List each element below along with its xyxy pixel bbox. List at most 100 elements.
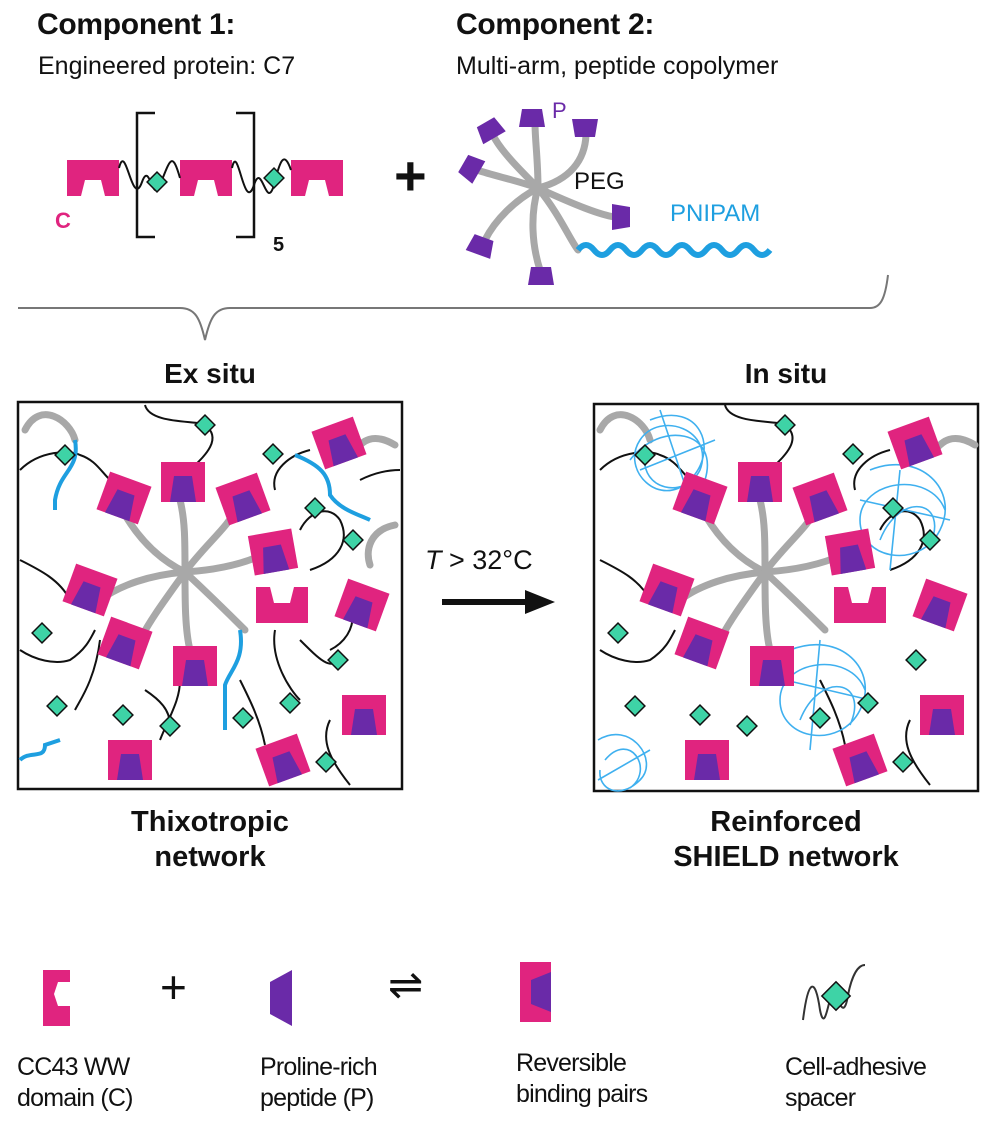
legend-item-cell-adhesive-spacer: Cell-adhesive spacer <box>785 1052 927 1114</box>
binding-pair-shape <box>334 578 390 632</box>
binding-pair-shape <box>738 462 782 502</box>
repeat-bracket-right <box>236 111 256 239</box>
legend-item-ww-domain: CC43 WW domain (C) <box>17 1052 133 1114</box>
binding-pair-shape <box>96 471 152 525</box>
binding-pair-shape <box>674 616 730 670</box>
binding-pair-shape <box>685 740 729 780</box>
legend-label-line1: CC43 WW <box>17 1053 130 1081</box>
binding-pair-shape <box>62 563 118 617</box>
grouping-brace <box>18 274 889 341</box>
peg-label: PEG <box>574 168 625 195</box>
temperature-variable: T <box>425 545 442 575</box>
spacer-diamond <box>194 414 216 436</box>
ex-situ-heading: Ex situ <box>164 358 256 389</box>
peptide-p-shape <box>572 119 598 137</box>
pnipam-label: PNIPAM <box>670 200 761 227</box>
spacer-diamond <box>315 751 337 773</box>
ex-situ-caption: Thixotropic network <box>18 805 402 875</box>
spacer-diamond <box>232 707 254 729</box>
spacer-diamond <box>262 443 284 465</box>
ex-situ-network <box>16 400 404 791</box>
legend-label-line1: Reversible <box>516 1049 627 1077</box>
binding-pair-shape <box>247 528 299 576</box>
spacer-diamond <box>892 751 914 773</box>
plus-sign: + <box>394 144 427 207</box>
binding-pair-shape <box>920 695 964 735</box>
spacer-diamond <box>263 167 285 189</box>
peptide-p-shape <box>465 233 497 259</box>
binding-pair-shape <box>912 578 968 632</box>
in-situ-caption-line1: Reinforced <box>710 806 862 838</box>
c7-protein-chain <box>67 111 343 239</box>
spacer-diamond <box>159 715 181 737</box>
spacer-diamond <box>634 444 656 466</box>
ex-situ-caption-line2: network <box>154 841 266 873</box>
ww-domain-icon <box>43 970 70 1026</box>
component1-subtitle: Engineered protein: C7 <box>38 52 296 80</box>
equilibrium-arrows-icon: ⇌ <box>388 961 424 1008</box>
binding-pair-shape <box>215 472 271 526</box>
binding-pair-shape <box>887 416 943 470</box>
ww-domain-shape <box>180 160 232 196</box>
binding-pair-shape <box>832 733 888 787</box>
transition-condition: T > 32°C <box>425 545 533 576</box>
spacer-diamond <box>857 692 879 714</box>
spacer-diamond <box>842 443 864 465</box>
transition-arrow-icon <box>442 590 555 614</box>
spacer-diamond <box>919 529 941 551</box>
component2-subtitle: Multi-arm, peptide copolymer <box>456 52 779 80</box>
binding-pair-shape <box>672 471 728 525</box>
peptide-p-shape <box>528 267 554 285</box>
temperature-threshold: > 32°C <box>441 545 533 575</box>
legend-item-proline-peptide: Proline-rich peptide (P) <box>260 1052 378 1114</box>
binding-pair-shape <box>311 416 367 470</box>
cell-adhesive-spacer-icon <box>802 964 866 1021</box>
proline-peptide-icon <box>270 970 292 1026</box>
spacer-diamond <box>327 649 349 671</box>
peptide-p-shape <box>474 115 506 145</box>
peptide-p-shape <box>519 109 545 127</box>
in-situ-caption: Reinforced SHIELD network <box>594 805 978 875</box>
multi-arm-copolymer <box>456 109 773 285</box>
spacer-diamond <box>304 497 326 519</box>
spacer-diamond <box>279 692 301 714</box>
peptide-p-shape <box>456 152 486 184</box>
binding-pair-shape <box>792 472 848 526</box>
binding-pair-shape <box>824 528 876 576</box>
legend-label-line2: domain (C) <box>17 1084 133 1112</box>
spacer-diamond <box>342 529 364 551</box>
binding-pair-shape <box>750 646 794 686</box>
ww-domain-shape <box>291 160 343 196</box>
legend-label-line2: binding pairs <box>516 1080 648 1108</box>
unbound-ww-domain-shape <box>834 587 886 623</box>
binding-pair-shape <box>97 616 153 670</box>
pnipam-chain <box>575 242 773 258</box>
legend-label-line1: Proline-rich <box>260 1053 378 1081</box>
repeat-count: 5 <box>273 234 285 256</box>
legend-item-binding-pairs: Reversible binding pairs <box>516 1048 648 1110</box>
component2-title: Component 2: <box>456 8 655 41</box>
legend-label-line2: peptide (P) <box>260 1084 374 1112</box>
spacer-diamond <box>882 497 904 519</box>
collapsed-pnipam-globules <box>597 409 951 792</box>
spacer-diamond <box>774 414 796 436</box>
spacer-diamond <box>736 715 758 737</box>
spacer-diamond <box>809 707 831 729</box>
binding-pair-shape <box>161 462 205 502</box>
spacer-diamond <box>146 171 168 193</box>
in-situ-caption-line2: SHIELD network <box>673 841 899 873</box>
unbound-ww-domain-shape <box>256 587 308 623</box>
binding-pair-shape <box>108 740 152 780</box>
spacer-diamond <box>112 704 134 726</box>
spacer-diamond <box>31 622 53 644</box>
peptide-p-shape <box>612 204 630 230</box>
spacer-diamond <box>689 704 711 726</box>
binding-pair-shape <box>342 695 386 735</box>
legend-label-line1: Cell-adhesive <box>785 1053 927 1081</box>
in-situ-network <box>592 402 980 793</box>
repeat-bracket-left <box>135 111 155 239</box>
spacer-diamond <box>46 695 68 717</box>
in-situ-heading: In situ <box>744 358 828 389</box>
spacer-diamond <box>905 649 927 671</box>
binding-pair-shape <box>255 733 311 787</box>
